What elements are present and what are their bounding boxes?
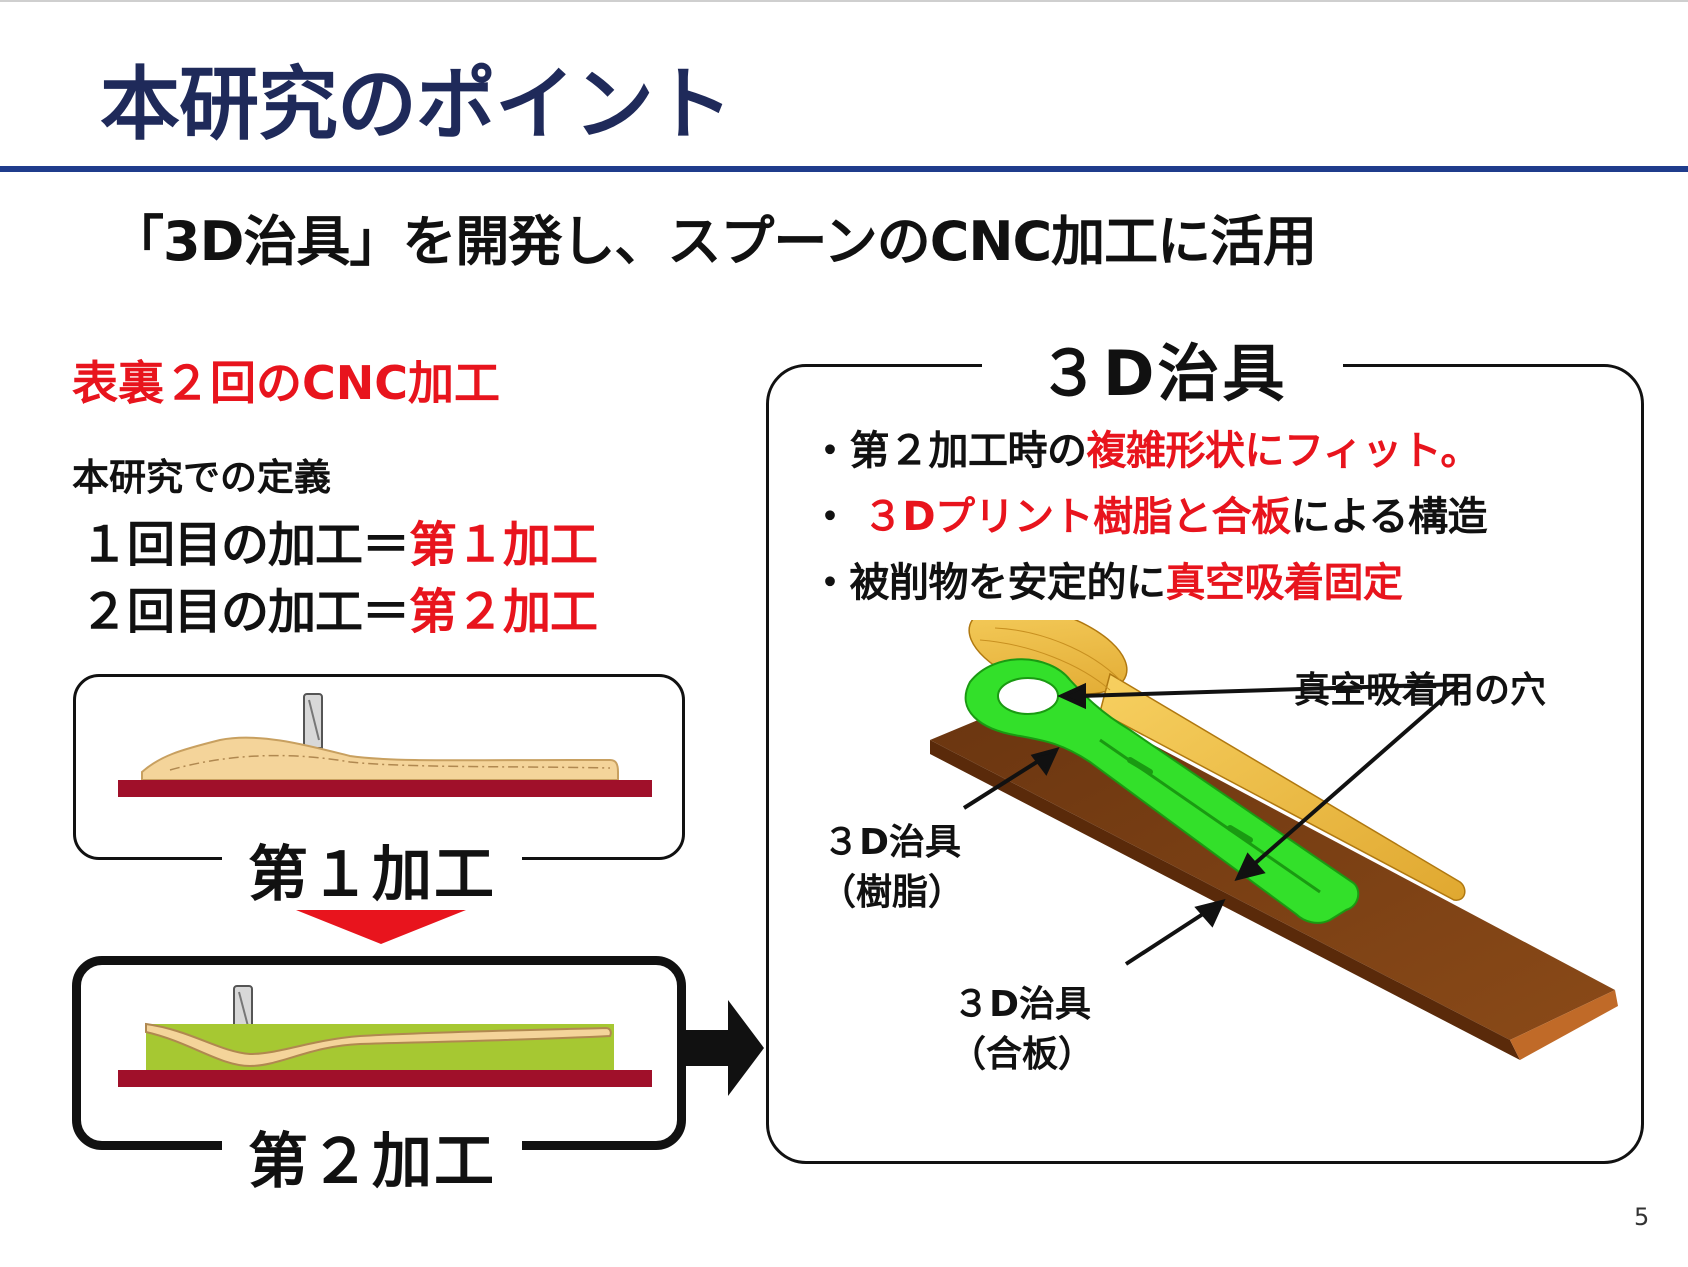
definition-2-value: 第２加工 bbox=[409, 584, 598, 640]
vacuum-hole bbox=[997, 677, 1059, 715]
bullet-1-prefix: ・第２加工時の bbox=[810, 428, 1087, 474]
base-plate bbox=[118, 1070, 652, 1087]
definition-line-2: ２回目の加工＝第２加工 bbox=[80, 572, 598, 642]
bullet-1-highlight: 複雑形状にフィット。 bbox=[1086, 428, 1481, 474]
workpiece-shape bbox=[141, 736, 619, 781]
jig-3d-illustration bbox=[930, 620, 1618, 1060]
definition-label: 本研究での定義 bbox=[72, 456, 331, 499]
base-plate bbox=[118, 780, 652, 797]
annotation-arrows bbox=[962, 682, 1462, 966]
title-divider bbox=[0, 166, 1688, 172]
stage1-label: 第１加工 bbox=[222, 826, 522, 913]
stage2-illustration bbox=[118, 985, 652, 1087]
jig-panel-title: ３D治具 bbox=[982, 323, 1344, 413]
bullet-2: ・ ３Dプリント樹脂と合板による構造 bbox=[810, 484, 1487, 542]
page-number: 5 bbox=[1634, 1203, 1650, 1231]
annotation-resin-line-1: ３D治具 bbox=[823, 822, 961, 863]
definition-1-value: 第１加工 bbox=[409, 517, 598, 573]
annotation-ply-line-2: （合板） bbox=[950, 1034, 1095, 1076]
top-border bbox=[0, 0, 1688, 2]
annotation-resin-jig: ３D治具 （樹脂） bbox=[820, 818, 964, 919]
annotation-vacuum-hole: 真空吸着用の穴 bbox=[1294, 670, 1547, 711]
annotation-ply-line-1: ３D治具 bbox=[953, 984, 1091, 1025]
bullet-1: ・第２加工時の複雑形状にフィット。 bbox=[810, 418, 1480, 476]
subtitle-part-2: CNC加工に活用 bbox=[929, 210, 1317, 273]
slide-title: 本研究のポイント bbox=[100, 58, 733, 151]
bullet-2-dot: ・ bbox=[810, 494, 850, 540]
bullet-3: ・被削物を安定的に真空吸着固定 bbox=[810, 550, 1403, 608]
bullet-2-suffix: による構造 bbox=[1290, 494, 1488, 540]
left-heading: 表裏２回のCNC加工 bbox=[72, 356, 501, 410]
bullet-3-prefix: ・被削物を安定的に bbox=[810, 560, 1166, 606]
definition-line-1: １回目の加工＝第１加工 bbox=[80, 505, 598, 575]
annotation-plywood-jig: ３D治具 （合板） bbox=[950, 980, 1094, 1081]
subtitle-part-1: 「3D治具」を開発し、スプーンの bbox=[110, 210, 931, 273]
definition-2-prefix: ２回目の加工＝ bbox=[80, 584, 410, 640]
down-arrow-icon bbox=[296, 910, 466, 944]
definition-1-prefix: １回目の加工＝ bbox=[80, 517, 410, 573]
right-arrow-icon bbox=[686, 1000, 764, 1096]
workpiece-shape bbox=[145, 1022, 612, 1068]
stage2-label: 第２加工 bbox=[222, 1113, 522, 1200]
bullet-3-highlight: 真空吸着固定 bbox=[1165, 560, 1404, 606]
annotation-resin-line-2: （樹脂） bbox=[820, 872, 965, 914]
slide-subtitle: 「3D治具」を開発し、スプーンのCNC加工に活用 bbox=[110, 197, 1317, 276]
bullet-2-highlight: ３Dプリント樹脂と合板 bbox=[862, 494, 1291, 540]
stage1-illustration bbox=[118, 693, 652, 797]
